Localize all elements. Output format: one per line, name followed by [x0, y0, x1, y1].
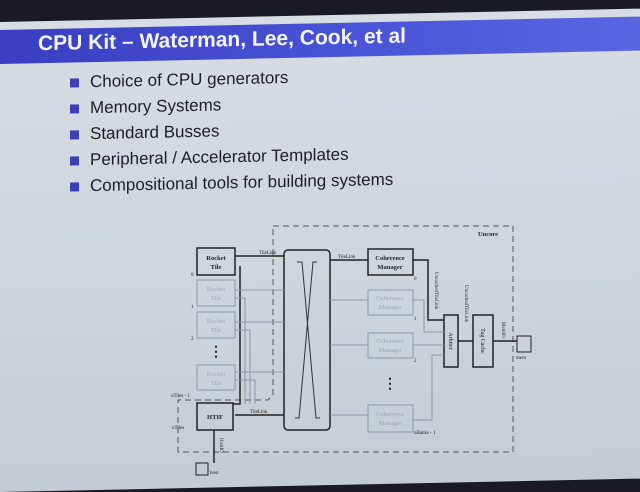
rocket-tile-1 [196, 279, 236, 307]
uncached-tilelink-label: UncachedTileLink [463, 285, 468, 323]
rocket-tile-label: Rocket [207, 286, 226, 293]
coherence-manager-label: Manager [378, 420, 402, 427]
coherence-manager-1 [367, 289, 414, 316]
coherence-manager-label: Coherence [376, 411, 404, 418]
rocket-tile-label: Tile [211, 295, 221, 302]
rocket-tile-0 [196, 247, 236, 276]
ellipsis-icon: ⋮ [209, 345, 223, 360]
coherence-manager-label: Manager [378, 347, 402, 354]
rocket-tile-2 [196, 311, 236, 339]
rocket-tile-label: Tile [211, 264, 222, 271]
coherence-manager-label: Coherence [376, 338, 404, 345]
uncached-tilelink-label: UncachedTileLink [433, 272, 438, 310]
coherence-manager-label: Coherence [376, 295, 404, 302]
tile-index: 2 [191, 337, 194, 342]
uncore-label: Uncore [478, 231, 498, 238]
coherence-manager-2 [367, 332, 414, 359]
rocket-tile-label: Tile [211, 380, 221, 387]
rocket-tile-label: Rocket [206, 255, 226, 262]
mem-label: mem [516, 356, 526, 361]
htif-label: HTIF [207, 414, 223, 421]
rocket-tile-label: Rocket [207, 371, 226, 378]
coherence-manager-label: Coherence [375, 255, 405, 262]
coherence-manager-0 [367, 248, 414, 276]
rocket-tile-label: Tile [211, 327, 221, 334]
bank-index: nBanks - 1 [414, 431, 436, 436]
bank-index: 0 [414, 277, 417, 282]
coherence-manager-n [367, 404, 414, 433]
tilelink-label: TileLink [250, 410, 268, 415]
tile-index: 0 [191, 273, 194, 278]
tilelink-label: TileLink [259, 251, 277, 256]
arbiter-label: Arbiter [447, 332, 453, 349]
ellipsis-icon: ⋮ [383, 377, 397, 392]
hostio-label: HostIO [218, 438, 223, 453]
bank-index: 1 [414, 317, 417, 322]
tag-cache-label: Tag Cache [479, 328, 485, 354]
crossbar [283, 249, 331, 431]
host-box [195, 462, 209, 476]
tilelink-connections-faded [235, 289, 444, 421]
architecture-diagram: Uncore Rocket Tile HTIF Coherence Manage… [171, 225, 532, 476]
tilelink-connections [213, 255, 517, 463]
mem-box [516, 335, 532, 353]
tilelink-label: TileLink [338, 255, 356, 260]
host-label: host [210, 471, 219, 476]
htif-index: nTiles [172, 426, 184, 431]
bank-index: 2 [414, 359, 417, 364]
tile-index: 1 [191, 305, 194, 310]
crossbar-x [295, 261, 320, 419]
coherence-manager-label: Manager [378, 304, 402, 311]
htif-box [196, 402, 234, 431]
memio-label: MemIO [500, 322, 505, 338]
tile-index: nTiles - 1 [171, 394, 190, 399]
rocket-tile-label: Rocket [207, 318, 226, 325]
coherence-manager-label: Manager [377, 264, 402, 271]
rocket-tile-n [196, 364, 236, 391]
